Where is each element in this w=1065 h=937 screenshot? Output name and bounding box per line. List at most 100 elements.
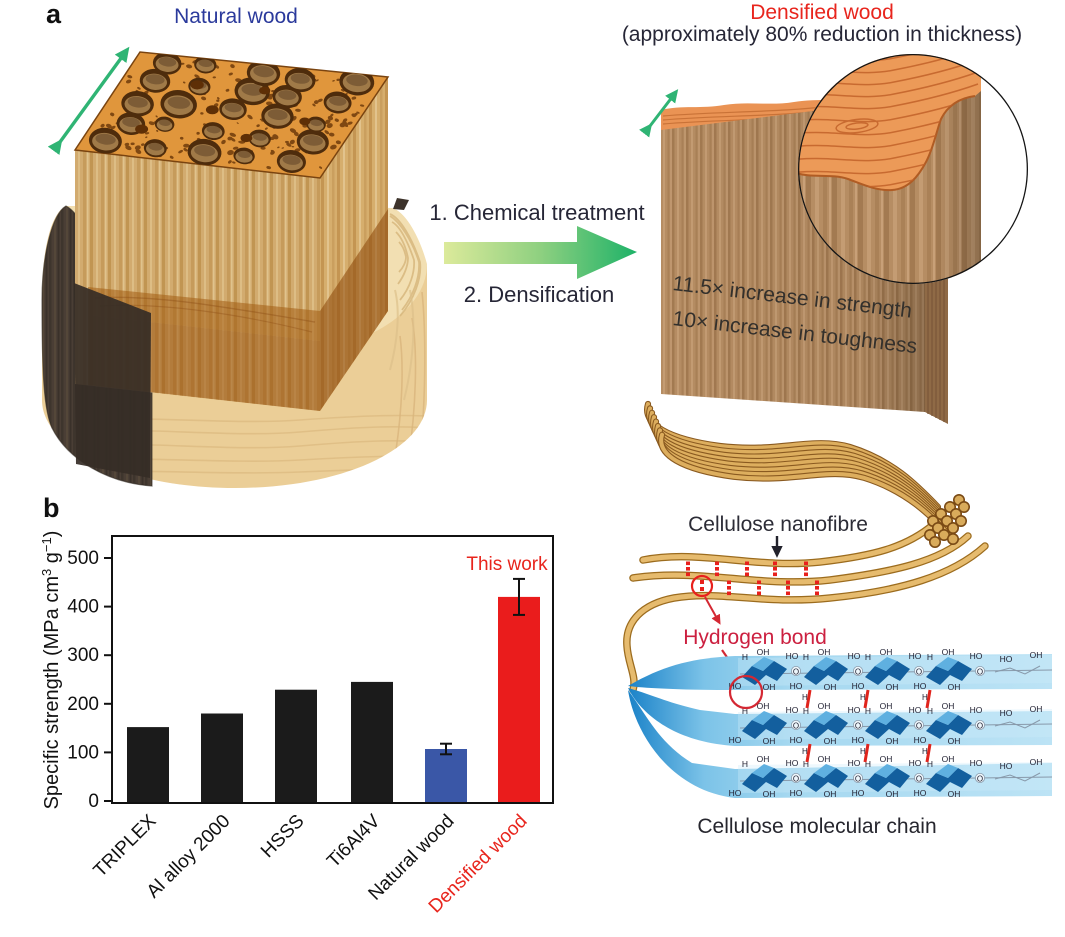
svg-text:HO: HO — [848, 705, 861, 715]
svg-text:OH: OH — [757, 754, 770, 764]
svg-text:HO: HO — [790, 681, 803, 691]
svg-text:HO: HO — [970, 705, 983, 715]
svg-text:HO: HO — [909, 651, 922, 661]
svg-text:H: H — [865, 706, 871, 716]
svg-text:HO: HO — [729, 681, 742, 691]
svg-text:H: H — [922, 747, 928, 756]
svg-text:HO: HO — [848, 758, 861, 768]
svg-text:Hydrogen bond: Hydrogen bond — [683, 626, 827, 649]
svg-text:OH: OH — [942, 647, 955, 657]
svg-text:OH: OH — [942, 701, 955, 711]
svg-text:H: H — [927, 706, 933, 716]
svg-text:HO: HO — [909, 705, 922, 715]
svg-text:300: 300 — [67, 645, 99, 666]
svg-text:HO: HO — [786, 651, 799, 661]
svg-text:H: H — [803, 706, 809, 716]
svg-text:OH: OH — [1030, 650, 1043, 660]
svg-text:Natural wood: Natural wood — [174, 5, 298, 28]
svg-text:OH: OH — [886, 789, 899, 799]
svg-text:H: H — [865, 759, 871, 769]
svg-text:H: H — [742, 706, 748, 716]
svg-text:1. Chemical treatment: 1. Chemical treatment — [429, 200, 644, 225]
svg-text:OH: OH — [757, 647, 770, 657]
svg-text:200: 200 — [67, 694, 99, 715]
svg-text:H: H — [927, 652, 933, 662]
svg-text:OH: OH — [824, 682, 837, 692]
svg-text:This work: This work — [466, 554, 548, 575]
svg-text:HO: HO — [914, 735, 927, 745]
svg-text:HO: HO — [970, 758, 983, 768]
svg-text:O: O — [793, 668, 799, 677]
svg-text:HSSS: HSSS — [257, 811, 308, 862]
svg-text:H: H — [922, 693, 928, 702]
svg-text:O: O — [977, 668, 983, 677]
svg-text:O: O — [793, 775, 799, 784]
svg-text:OH: OH — [824, 736, 837, 746]
svg-text:OH: OH — [818, 754, 831, 764]
svg-text:H: H — [927, 759, 933, 769]
svg-text:100: 100 — [67, 742, 99, 763]
svg-text:OH: OH — [757, 701, 770, 711]
svg-text:HO: HO — [1000, 708, 1013, 718]
svg-text:500: 500 — [67, 548, 99, 569]
svg-text:H: H — [865, 652, 871, 662]
svg-text:OH: OH — [763, 682, 776, 692]
svg-text:OH: OH — [824, 789, 837, 799]
svg-text:HO: HO — [914, 788, 927, 798]
svg-text:HO: HO — [970, 651, 983, 661]
svg-text:HO: HO — [786, 758, 799, 768]
svg-text:H: H — [742, 759, 748, 769]
svg-text:OH: OH — [763, 736, 776, 746]
svg-text:Cellulose molecular chain: Cellulose molecular chain — [697, 815, 936, 838]
svg-text:a: a — [46, 0, 62, 29]
svg-text:HO: HO — [909, 758, 922, 768]
svg-text:2. Densification: 2. Densification — [464, 282, 614, 307]
svg-text:OH: OH — [948, 682, 961, 692]
svg-text:H: H — [860, 693, 866, 702]
svg-text:O: O — [977, 775, 983, 784]
svg-text:HO: HO — [790, 735, 803, 745]
svg-text:HO: HO — [852, 681, 865, 691]
svg-text:OH: OH — [948, 736, 961, 746]
svg-text:Ti6Al4V: Ti6Al4V — [323, 810, 385, 872]
svg-text:400: 400 — [67, 597, 99, 618]
svg-text:HO: HO — [1000, 761, 1013, 771]
svg-text:H: H — [803, 652, 809, 662]
svg-text:O: O — [916, 722, 922, 731]
svg-text:OH: OH — [942, 754, 955, 764]
svg-text:H: H — [802, 747, 808, 756]
svg-text:O: O — [793, 722, 799, 731]
svg-text:O: O — [916, 668, 922, 677]
svg-text:HO: HO — [790, 788, 803, 798]
svg-text:OH: OH — [880, 701, 893, 711]
svg-text:OH: OH — [763, 789, 776, 799]
svg-text:OH: OH — [886, 736, 899, 746]
svg-text:(approximately 80% reduction i: (approximately 80% reduction in thicknes… — [622, 23, 1022, 46]
svg-text:O: O — [855, 722, 861, 731]
svg-text:OH: OH — [880, 754, 893, 764]
svg-text:HO: HO — [729, 735, 742, 745]
svg-text:OH: OH — [818, 701, 831, 711]
svg-text:O: O — [916, 775, 922, 784]
svg-text:HO: HO — [848, 651, 861, 661]
svg-text:HO: HO — [914, 681, 927, 691]
svg-text:OH: OH — [948, 789, 961, 799]
svg-text:O: O — [977, 722, 983, 731]
svg-text:HO: HO — [1000, 654, 1013, 664]
svg-text:H: H — [860, 747, 866, 756]
svg-text:Densified wood: Densified wood — [750, 1, 894, 24]
svg-text:HO: HO — [729, 788, 742, 798]
svg-text:OH: OH — [1030, 704, 1043, 714]
svg-text:Specific strength (MPa cm3 g−1: Specific strength (MPa cm3 g−1) — [39, 531, 63, 810]
svg-text:OH: OH — [818, 647, 831, 657]
svg-text:OH: OH — [1030, 757, 1043, 767]
svg-text:HO: HO — [852, 735, 865, 745]
svg-text:HO: HO — [852, 788, 865, 798]
svg-text:Cellulose nanofibre: Cellulose nanofibre — [688, 513, 868, 536]
svg-text:O: O — [855, 775, 861, 784]
svg-text:0: 0 — [88, 791, 99, 812]
svg-text:OH: OH — [880, 647, 893, 657]
svg-text:H: H — [742, 652, 748, 662]
svg-text:TRIPLEX: TRIPLEX — [90, 810, 161, 881]
svg-text:HO: HO — [786, 705, 799, 715]
